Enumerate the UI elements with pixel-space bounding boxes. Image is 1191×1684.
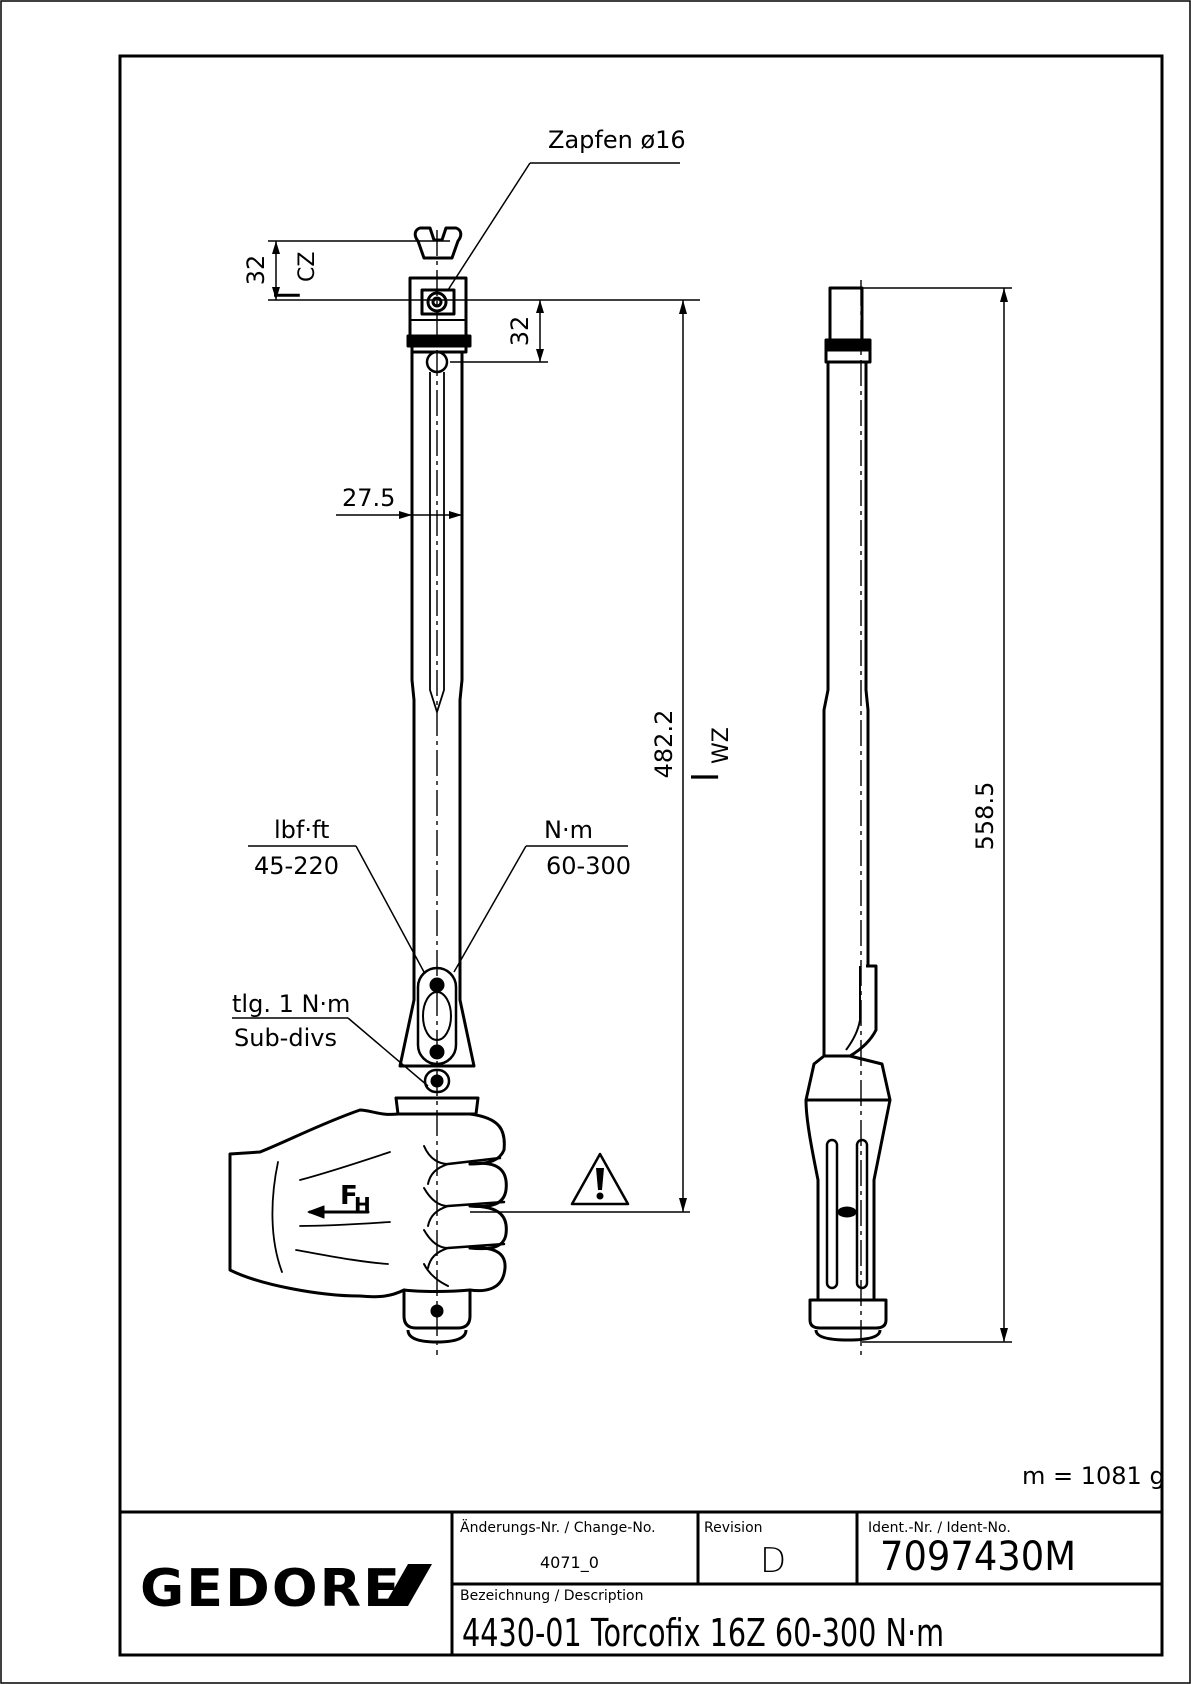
side-view-wrench xyxy=(804,286,892,1342)
label-subdiv-en: Sub-divs xyxy=(234,1024,337,1052)
dim-558-5: 558.5 xyxy=(971,782,999,851)
dim-482-2: 482.2 xyxy=(650,710,678,779)
dim-lwz-sub: WZ xyxy=(709,727,734,764)
label-force: F xyxy=(340,1181,358,1211)
label-subdiv-de: tlg. 1 N·m xyxy=(232,990,350,1018)
description-label: Bezeichnung / Description xyxy=(460,1588,644,1604)
hand-illustration xyxy=(228,1108,508,1299)
label-zapfen: Zapfen ø16 xyxy=(548,126,686,154)
ident-label: Ident.-Nr. / Ident-No. xyxy=(868,1520,1011,1536)
change-value: 4071_0 xyxy=(540,1553,599,1573)
label-nm-range: 60-300 xyxy=(546,852,631,880)
dim-32-mid: 32 xyxy=(506,316,534,347)
dim-lcz-sub: CZ xyxy=(295,252,320,282)
revision-value: D xyxy=(760,1541,786,1581)
drawing-frame xyxy=(118,54,1164,1657)
change-label: Änderungs-Nr. / Change-No. xyxy=(460,1518,656,1536)
label-nm-unit: N·m xyxy=(544,816,593,844)
revision-label: Revision xyxy=(704,1520,763,1536)
ident-value: 7097430M xyxy=(880,1534,1076,1580)
label-force-sub: H xyxy=(354,1193,371,1217)
label-lbfft-range: 45-220 xyxy=(254,852,339,880)
description-value: 4430-01 Torcofix 16Z 60-300 N·m xyxy=(462,1611,944,1655)
gedore-logo: GEDORE xyxy=(140,1559,432,1619)
dim-lwz: l xyxy=(686,772,727,782)
dim-32-top: 32 xyxy=(242,255,270,286)
dim-27-5: 27.5 xyxy=(342,484,395,512)
dim-lcz: l xyxy=(269,291,309,300)
label-mass: m = 1081 g xyxy=(1022,1462,1165,1490)
title-block xyxy=(120,1510,1162,1655)
dimension-arrows xyxy=(272,241,1008,1342)
label-lbfft-unit: lbf·ft xyxy=(274,816,329,844)
warning-icon xyxy=(570,1152,630,1206)
svg-text:GEDORE: GEDORE xyxy=(140,1559,402,1619)
